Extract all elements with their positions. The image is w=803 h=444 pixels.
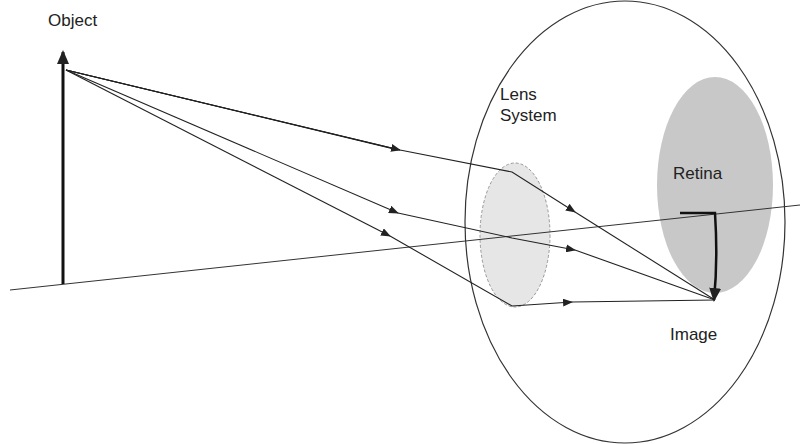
object-label: Object [46,10,99,31]
node-label: Lens System [500,84,570,126]
optical-axis [10,205,800,290]
light-rays [66,70,715,306]
image-label: Image [668,324,719,345]
image-arrow [680,213,716,300]
object-arrow [62,52,65,284]
node-label: Retina [673,163,763,184]
lens-system: Lens System [478,84,572,310]
